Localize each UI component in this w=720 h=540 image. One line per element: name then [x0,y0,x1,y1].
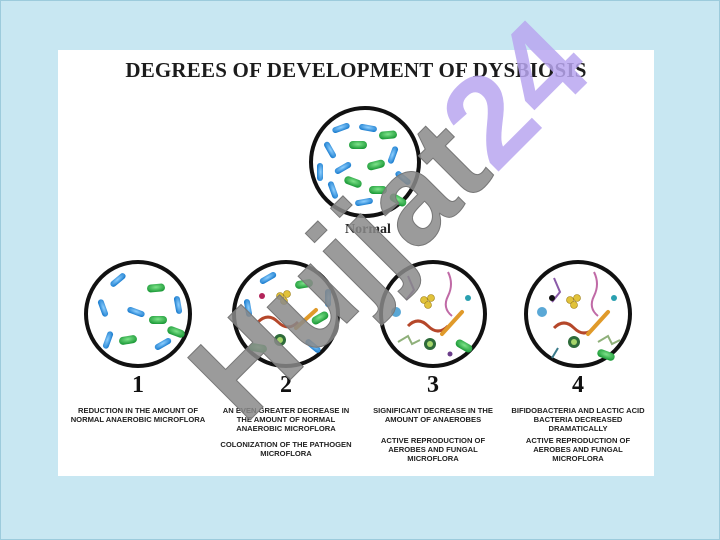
stage-3-caption: SIGNIFICANT DECREASE IN THE AMOUNT OF AN… [373,406,493,424]
stage-4-number: 4 [572,372,584,398]
stage-2-number: 2 [280,372,292,398]
stage-4-caption: BIFIDOBACTERIA AND LACTIC ACID BACTERIA … [511,406,645,433]
stage-3-caption-secondary: ACTIVE REPRODUCTION OF AEROBES AND FUNGA… [380,436,486,463]
stage-1-caption: REDUCTION IN THE AMOUNT OF NORMAL ANAERO… [70,406,206,424]
stage-3-number: 3 [427,372,439,398]
diagram-panel: DEGREES OF DEVELOPMENT OF DYSBIOSIS [58,50,654,476]
stage-1-number: 1 [132,372,144,398]
stage-2-circle [232,260,340,368]
stage-4-circle [524,260,632,368]
diagram-title: DEGREES OF DEVELOPMENT OF DYSBIOSIS [125,58,587,82]
normal-label: Normal [345,222,391,237]
stage-2-caption: AN EVEN GREATER DECREASE IN THE AMOUNT O… [222,406,350,433]
stage-3-circle [379,260,487,368]
normal-circle [309,106,421,218]
stage-4-caption-secondary: ACTIVE REPRODUCTION OF AEROBES AND FUNGA… [525,436,631,463]
stage-1-circle [84,260,192,368]
bacteria-illustration [84,106,632,368]
stage-2-caption-secondary: COLONIZATION OF THE PATHOGEN MICROFLORA [220,440,352,458]
